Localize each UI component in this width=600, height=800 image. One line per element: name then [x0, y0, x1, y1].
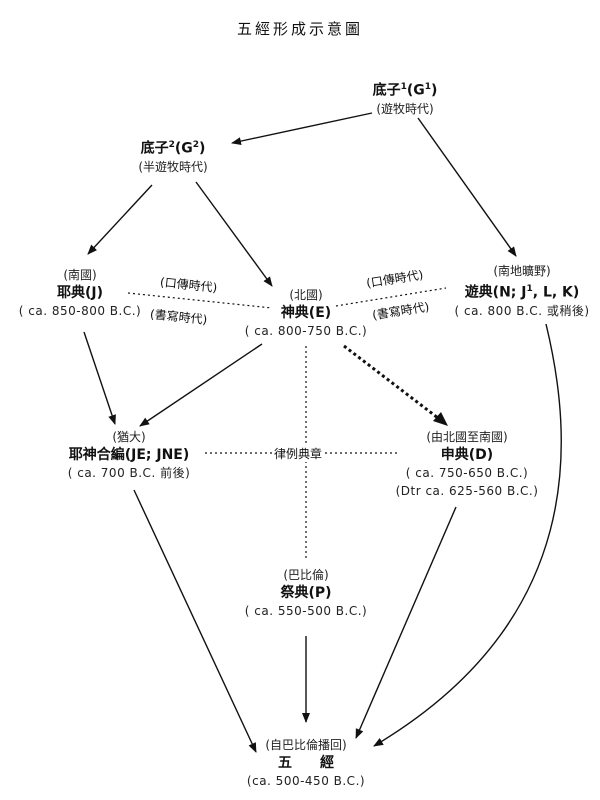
node-wu-name: 五 經	[278, 755, 334, 771]
node-e-date: ( ca. 800-750 B.C.)	[244, 324, 368, 338]
node-d: (由北國至南國) 申典(D) ( ca. 750-650 B.C.) (Dtr …	[382, 428, 552, 500]
dotted-j-e	[127, 292, 273, 309]
node-g2-name: 底子2(G2)	[140, 140, 206, 157]
arrow-n-wu	[373, 323, 562, 747]
node-j-region: (南國)	[63, 268, 97, 282]
node-wu-date: (ca. 500-450 B.C.)	[246, 774, 366, 788]
node-je-region: (猶大)	[112, 430, 146, 444]
node-g2: 底子2(G2) (半遊牧時代)	[98, 136, 248, 176]
node-n-date: ( ca. 800 B.C. 或稍後)	[454, 303, 590, 318]
node-je: (猶大) 耶神合編(JE; JNE) ( ca. 700 B.C. 前後)	[44, 428, 214, 482]
arrow-e-je	[139, 343, 263, 427]
node-j: (南國) 耶典(J) ( ca. 850-800 B.C.)	[0, 266, 160, 320]
arrow-d-wu	[355, 506, 457, 739]
arrow-g2-e	[195, 181, 273, 287]
node-g1: 底子1(G1) (遊牧時代)	[330, 78, 480, 118]
node-wu: (自巴比倫播回) 五 經 (ca. 500-450 B.C.)	[226, 736, 386, 790]
node-n-name: 遊典(N; J1, L, K)	[464, 284, 580, 301]
node-e-name: 神典(E)	[280, 305, 332, 321]
dotted-e-n	[335, 287, 447, 307]
node-n-region: (南地曠野)	[493, 264, 551, 278]
node-g1-name: 底子1(G1)	[372, 82, 438, 99]
node-d-date: ( ca. 750-650 B.C.)	[405, 466, 529, 480]
node-d-name: 申典(D)	[440, 447, 494, 463]
node-je-name: 耶神合編(JE; JNE)	[68, 447, 190, 463]
node-p-region: (巴比倫)	[283, 568, 329, 582]
node-g2-era: (半遊牧時代)	[138, 159, 208, 174]
node-j-name: 耶典(J)	[56, 285, 103, 301]
label-law: 律例典章	[272, 445, 325, 462]
arrow-g1-g2	[231, 112, 373, 146]
arrow-g2-j	[87, 184, 153, 255]
node-d-region: (由北國至南國)	[426, 430, 508, 444]
node-e: (北國) 神典(E) ( ca. 800-750 B.C.)	[226, 286, 386, 340]
arrow-e-d	[343, 344, 439, 420]
node-j-date: ( ca. 850-800 B.C.)	[18, 304, 142, 318]
node-n: (南地曠野) 遊典(N; J1, L, K) ( ca. 800 B.C. 或稍…	[446, 262, 598, 320]
node-p-date: ( ca. 550-500 B.C.)	[244, 604, 368, 618]
arrow-j-je	[83, 331, 116, 425]
arrow-g1-n	[417, 117, 517, 257]
node-e-region: (北國)	[289, 288, 323, 302]
node-je-date: ( ca. 700 B.C. 前後)	[67, 466, 191, 480]
node-p: (巴比倫) 祭典(P) ( ca. 550-500 B.C.)	[226, 566, 386, 620]
arrow-e-d-head	[433, 412, 448, 426]
diagram-title: 五經形成示意圖	[236, 20, 363, 38]
node-g1-era: (遊牧時代)	[376, 101, 434, 116]
node-wu-region: (自巴比倫播回)	[265, 738, 347, 752]
arrow-je-wu	[133, 489, 257, 753]
node-d-dtr-date: (Dtr ca. 625-560 B.C.)	[395, 484, 539, 498]
node-p-name: 祭典(P)	[280, 585, 332, 601]
